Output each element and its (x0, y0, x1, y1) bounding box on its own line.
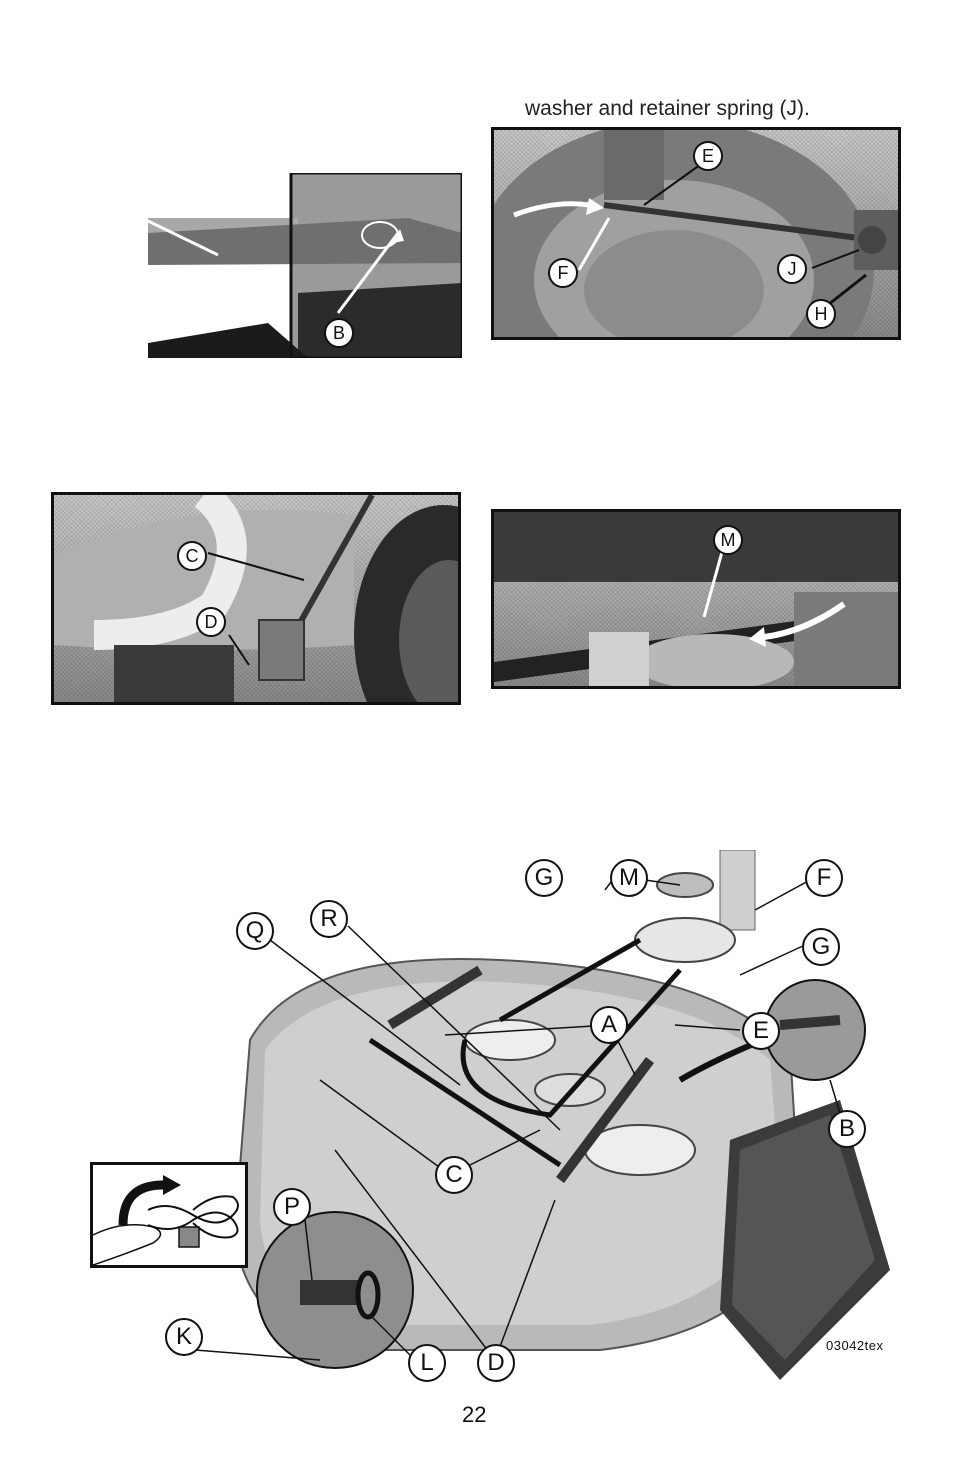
page-number: 22 (462, 1402, 486, 1428)
caption-text: washer and retainer spring (J). (525, 97, 810, 121)
callout-d: D (196, 607, 226, 637)
callout-d-diagram: D (477, 1344, 515, 1382)
callout-q: Q (236, 912, 274, 950)
callout-j: J (777, 254, 807, 284)
callout-b-diagram: B (828, 1110, 866, 1148)
figure-cd-photo: C D (51, 492, 461, 705)
callout-f: F (548, 258, 578, 288)
figure-b-image (148, 173, 462, 358)
figure-m-photo: M (491, 509, 901, 689)
callout-a: A (590, 1006, 628, 1044)
figure-b-photo: B (148, 173, 462, 358)
mower-deck-diagram: G M F Q R G A E B C P K L D 03042tex (80, 850, 900, 1390)
callout-m-diagram: M (610, 859, 648, 897)
callout-k: K (165, 1318, 203, 1356)
callout-g-top: G (525, 859, 563, 897)
hairpin-inset (90, 1162, 248, 1268)
figure-m-image (494, 512, 898, 686)
figure-cd-image (54, 495, 458, 702)
callout-l: L (408, 1344, 446, 1382)
callout-h: H (806, 299, 836, 329)
figure-efjh-photo: E F J H (491, 127, 901, 340)
callout-b: B (324, 318, 354, 348)
callout-e-diagram: E (742, 1012, 780, 1050)
mower-deck-drawing (80, 850, 900, 1390)
hairpin-drawing (93, 1165, 245, 1265)
callout-r: R (310, 900, 348, 938)
callout-c-diagram: C (435, 1156, 473, 1194)
art-code: 03042tex (826, 1338, 884, 1353)
callout-g-right: G (802, 928, 840, 966)
callout-c: C (177, 541, 207, 571)
callout-e: E (693, 141, 723, 171)
callout-f-diagram: F (805, 859, 843, 897)
callout-p: P (273, 1188, 311, 1226)
callout-m: M (713, 525, 743, 555)
